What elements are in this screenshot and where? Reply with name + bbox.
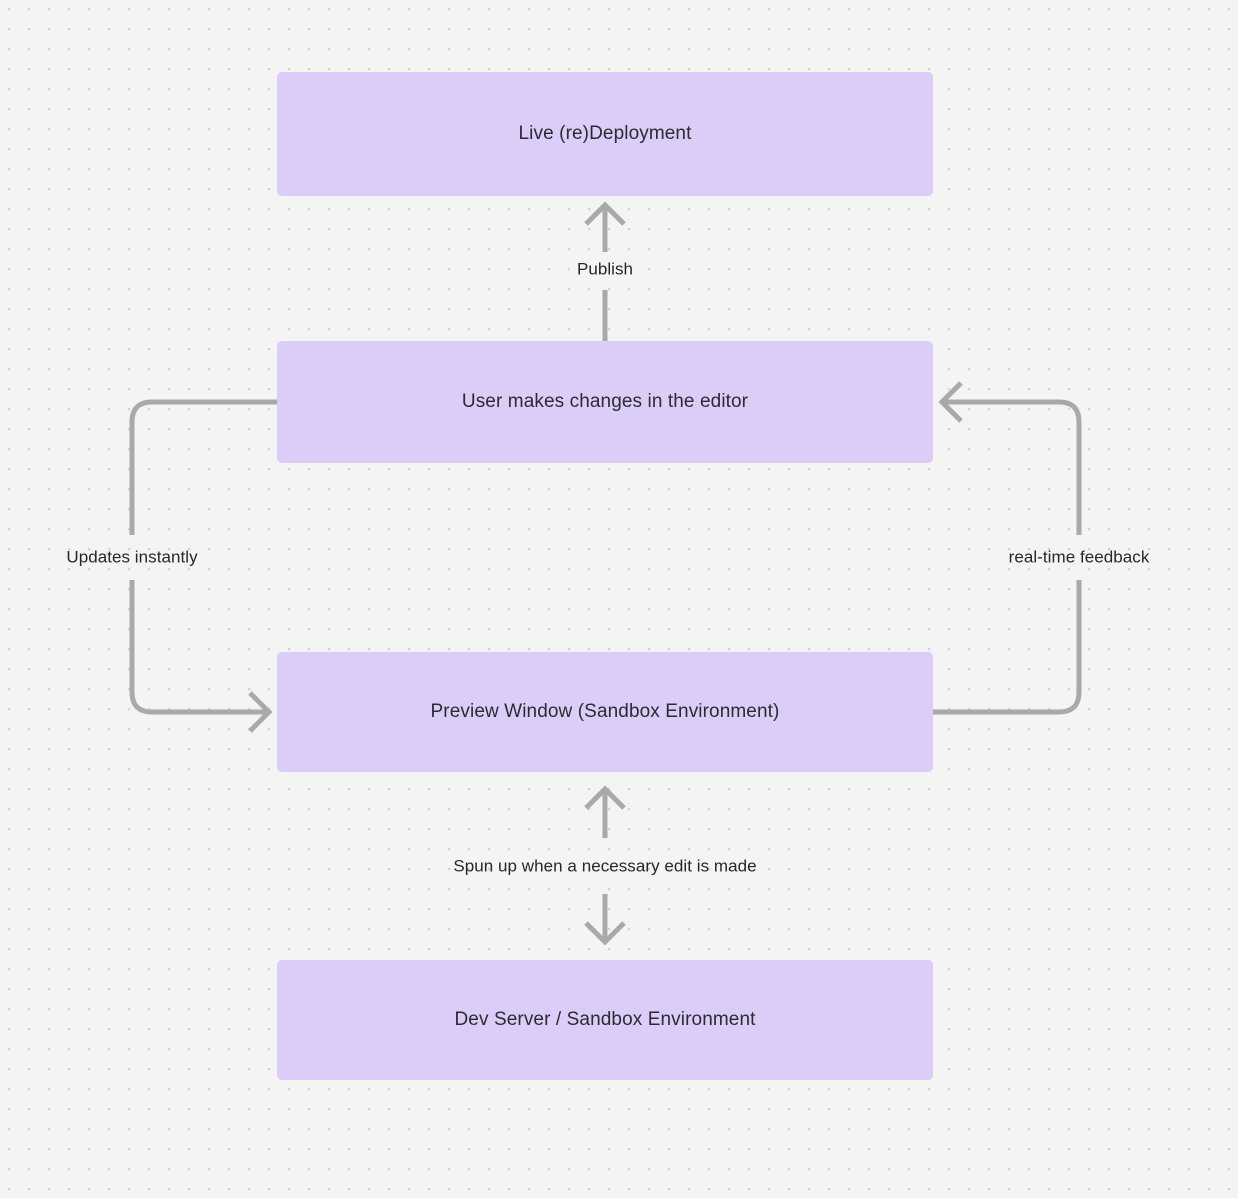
node-live-deployment-label: Live (re)Deployment bbox=[518, 122, 692, 144]
edge-publish-arrowhead-icon bbox=[584, 201, 626, 226]
node-dev-server-label: Dev Server / Sandbox Environment bbox=[454, 1008, 756, 1030]
node-live-deployment[interactable]: Live (re)Deployment bbox=[277, 72, 933, 196]
edge-updates-upper-segment bbox=[129, 399, 277, 535]
edge-label-publish: Publish bbox=[569, 257, 641, 281]
node-preview-window[interactable]: Preview Window (Sandbox Environment) bbox=[277, 652, 933, 772]
edge-feedback-upper-segment bbox=[943, 399, 1082, 535]
edge-label-spun-up: Spun up when a necessary edit is made bbox=[453, 856, 757, 876]
node-preview-window-label: Preview Window (Sandbox Environment) bbox=[430, 700, 780, 722]
edge-spunup-down-arrowhead-icon bbox=[584, 921, 626, 946]
edge-updates-lower-segment bbox=[129, 580, 268, 715]
edge-updates-arrowhead-icon bbox=[248, 691, 273, 733]
node-user-edits-label: User makes changes in the editor bbox=[461, 390, 749, 412]
edge-label-updates-instantly: Updates instantly bbox=[66, 547, 198, 567]
edge-feedback-lower-segment bbox=[933, 580, 1082, 715]
edge-updates-instantly bbox=[129, 399, 277, 733]
edge-label-real-time-feedback: real-time feedback bbox=[1008, 547, 1150, 567]
edge-spunup-up-arrowhead-icon bbox=[584, 785, 626, 810]
node-dev-server[interactable]: Dev Server / Sandbox Environment bbox=[277, 960, 933, 1080]
node-user-edits[interactable]: User makes changes in the editor bbox=[277, 341, 933, 463]
edge-feedback-arrowhead-icon bbox=[938, 381, 963, 423]
